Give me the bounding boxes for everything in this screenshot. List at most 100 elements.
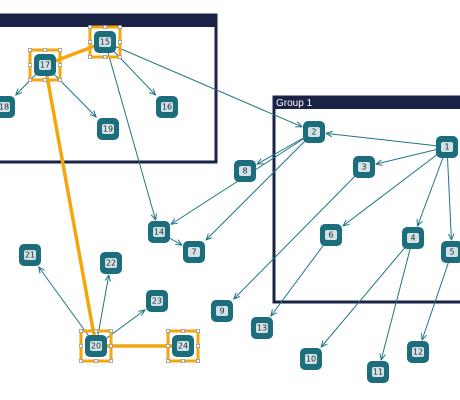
edge-2-7[interactable] <box>206 131 315 240</box>
resize-handle[interactable] <box>43 48 47 52</box>
edge-1-6[interactable] <box>343 146 448 226</box>
node-12[interactable]: 12 <box>407 341 429 363</box>
node-label-background <box>308 127 320 137</box>
edge-3-9[interactable] <box>234 166 365 299</box>
node-15[interactable]: 15 <box>88 25 122 59</box>
edge-20-17[interactable] <box>43 63 98 348</box>
group-1-title: Group 1 <box>276 98 313 109</box>
node-label: 9 <box>219 307 224 316</box>
node-8[interactable]: 8 <box>234 160 256 182</box>
edge-15-14[interactable] <box>104 41 156 220</box>
resize-handle[interactable] <box>58 78 62 82</box>
node-label-background <box>239 166 251 176</box>
node-label: 16 <box>162 103 172 112</box>
resize-handle[interactable] <box>166 329 170 333</box>
resize-handle[interactable] <box>109 329 113 333</box>
node-22[interactable]: 22 <box>100 252 122 274</box>
edge-1-2[interactable] <box>326 133 448 148</box>
node-3[interactable]: 3 <box>353 156 375 178</box>
resize-handle[interactable] <box>88 40 92 44</box>
node-13[interactable]: 13 <box>251 317 273 339</box>
node-label: 23 <box>152 297 162 306</box>
node-19[interactable]: 19 <box>97 118 119 140</box>
resize-handle[interactable] <box>109 344 113 348</box>
node-14[interactable]: 14 <box>148 221 170 243</box>
resize-handle[interactable] <box>58 63 62 67</box>
node-label-background <box>256 323 268 333</box>
edge-6-13[interactable] <box>271 234 332 316</box>
node-label: 4 <box>410 234 415 243</box>
resize-handle[interactable] <box>79 329 83 333</box>
resize-handle[interactable] <box>28 48 32 52</box>
node-label: 14 <box>154 228 164 237</box>
edge-1-4[interactable] <box>417 146 448 226</box>
node-label: 12 <box>413 348 423 357</box>
edge-20-22[interactable] <box>95 275 109 347</box>
node-11[interactable]: 11 <box>367 361 389 383</box>
resize-handle[interactable] <box>181 359 185 363</box>
resize-handle[interactable] <box>28 63 32 67</box>
node-18[interactable]: 18 <box>0 96 15 118</box>
resize-handle[interactable] <box>79 344 83 348</box>
edge-20-21[interactable] <box>39 267 97 347</box>
resize-handle[interactable] <box>118 55 122 59</box>
node-label-background <box>151 296 163 306</box>
node-21[interactable]: 21 <box>19 244 41 266</box>
node-label: 6 <box>328 231 333 240</box>
node-4[interactable]: 4 <box>402 227 424 249</box>
edge-1-5[interactable] <box>446 146 451 240</box>
node-7[interactable]: 7 <box>183 241 205 263</box>
group-1-header[interactable] <box>273 96 460 109</box>
resize-handle[interactable] <box>166 344 170 348</box>
node-5[interactable]: 5 <box>441 241 460 263</box>
node-label: 13 <box>257 324 267 333</box>
resize-handle[interactable] <box>103 55 107 59</box>
resize-handle[interactable] <box>94 329 98 333</box>
resize-handle[interactable] <box>79 359 83 363</box>
resize-handle[interactable] <box>58 48 62 52</box>
node-label-background <box>372 367 384 377</box>
group-0-header[interactable] <box>0 14 217 27</box>
node-23[interactable]: 23 <box>146 290 168 312</box>
node-label: 19 <box>103 125 113 134</box>
resize-handle[interactable] <box>103 25 107 29</box>
node-label: 24 <box>178 342 188 351</box>
node-2[interactable]: 2 <box>303 121 325 143</box>
resize-handle[interactable] <box>43 78 47 82</box>
node-label-background <box>102 124 114 134</box>
node-label-background <box>153 227 165 237</box>
node-16[interactable]: 16 <box>156 96 178 118</box>
resize-handle[interactable] <box>28 78 32 82</box>
node-9[interactable]: 9 <box>211 300 233 322</box>
resize-handle[interactable] <box>118 40 122 44</box>
node-label: 2 <box>311 128 316 137</box>
node-6[interactable]: 6 <box>320 224 342 246</box>
node-10[interactable]: 10 <box>300 348 322 370</box>
node-label-background <box>0 102 10 112</box>
node-label: 10 <box>306 355 316 364</box>
resize-handle[interactable] <box>181 329 185 333</box>
edge-4-11[interactable] <box>381 237 414 360</box>
node-20[interactable]: 20 <box>79 329 113 363</box>
resize-handle[interactable] <box>196 329 200 333</box>
resize-handle[interactable] <box>118 25 122 29</box>
resize-handle[interactable] <box>196 359 200 363</box>
edge-4-10[interactable] <box>321 237 414 347</box>
node-17[interactable]: 17 <box>28 48 62 82</box>
node-label-background <box>105 258 117 268</box>
resize-handle[interactable] <box>109 359 113 363</box>
node-label-background <box>161 102 173 112</box>
resize-handle[interactable] <box>166 359 170 363</box>
resize-handle[interactable] <box>196 344 200 348</box>
edge-5-12[interactable] <box>422 251 453 340</box>
edge-1-3[interactable] <box>376 146 448 164</box>
node-1[interactable]: 1 <box>436 136 458 158</box>
edge-15-2[interactable] <box>104 41 302 127</box>
resize-handle[interactable] <box>94 359 98 363</box>
resize-handle[interactable] <box>88 25 92 29</box>
node-label: 5 <box>449 248 454 257</box>
node-24[interactable]: 24 <box>166 329 200 363</box>
resize-handle[interactable] <box>88 55 92 59</box>
node-label: 7 <box>191 248 196 257</box>
